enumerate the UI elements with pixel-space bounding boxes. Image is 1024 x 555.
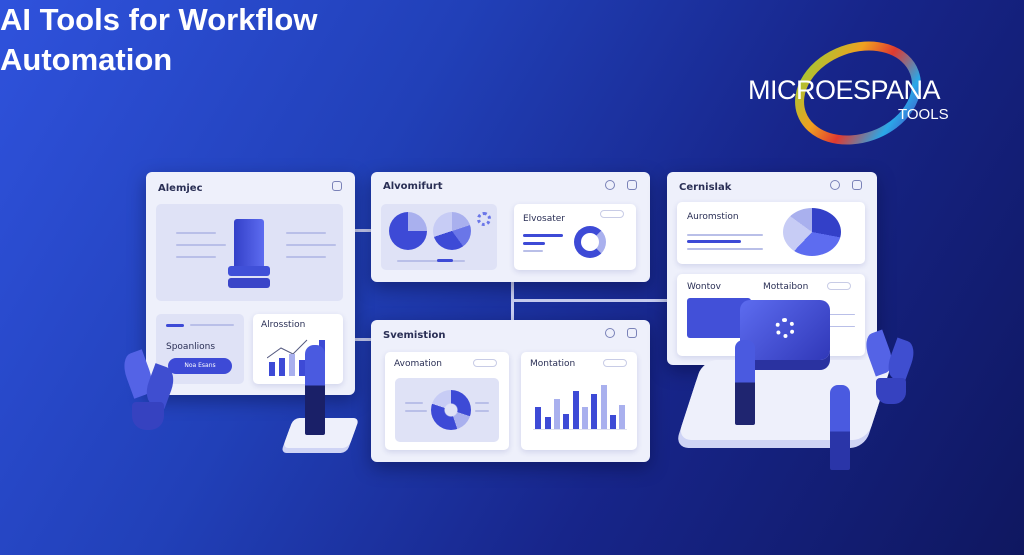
person-figure — [735, 340, 755, 425]
card-title: Spoanlions — [166, 342, 216, 352]
layers-icon[interactable] — [605, 180, 615, 190]
bar-chart-card: Montation — [521, 352, 637, 450]
pie-chart — [433, 212, 471, 250]
headline-line-2: Automation — [0, 42, 173, 77]
donut-chart — [431, 390, 471, 430]
hero-card — [156, 204, 343, 301]
panel-title: Cernislak — [679, 182, 732, 193]
connector — [355, 338, 371, 341]
panel-title: Alvomifurt — [383, 181, 443, 192]
logo-tagline: TOOLS — [898, 106, 949, 123]
dropdown[interactable] — [603, 359, 627, 367]
panel-bottom-middle[interactable]: Svemistion Avomation Montation — [371, 320, 650, 462]
dropdown[interactable] — [600, 210, 624, 218]
plant-icon — [118, 349, 180, 430]
card-title: Auromstion — [687, 212, 739, 222]
logo-ring-icon — [795, 41, 921, 145]
dropdown[interactable] — [827, 282, 851, 290]
pie-chart — [389, 212, 427, 250]
ai-chip-icon — [740, 300, 830, 360]
chart-card: Alrosstion — [253, 314, 343, 384]
donut-card: Avomation — [385, 352, 509, 450]
donut-chart — [574, 226, 606, 258]
card-title: Montation — [530, 359, 576, 369]
headline-line-1: AI Tools for Workflow — [0, 2, 318, 37]
panel-title: Alemjec — [158, 183, 203, 194]
person-figure — [305, 345, 325, 435]
person-figure — [830, 385, 850, 470]
card-label: Wontov — [687, 282, 721, 292]
layers-icon[interactable] — [605, 328, 615, 338]
panel-title: Svemistion — [383, 330, 446, 341]
expand-icon[interactable] — [332, 181, 342, 191]
layers-icon[interactable] — [830, 180, 840, 190]
platform-illustration — [677, 360, 893, 440]
card-title: Elvosater — [523, 214, 565, 224]
panel-left[interactable]: Alemjec Spoanlions Noa Esans Alrosstion — [146, 172, 355, 395]
expand-icon[interactable] — [627, 180, 637, 190]
connector — [511, 299, 667, 302]
logo: MICROESPANA TOOLS — [748, 38, 963, 148]
expand-icon[interactable] — [627, 328, 637, 338]
card-title: Avomation — [394, 359, 442, 369]
pie-card — [381, 204, 497, 270]
pie-card: Auromstion — [677, 202, 865, 264]
donut-card: Elvosater — [514, 204, 636, 270]
logo-name: MICROESPANA — [748, 75, 941, 105]
bar-chart — [533, 382, 627, 430]
gear-icon — [477, 212, 491, 226]
card-label: Mottaibon — [763, 282, 809, 292]
server-cube-icon — [234, 219, 264, 269]
expand-icon[interactable] — [852, 180, 862, 190]
panel-top-middle[interactable]: Alvomifurt Elvosater — [371, 172, 650, 282]
plant-icon — [861, 329, 922, 405]
card-title: Alrosstion — [261, 320, 306, 330]
primary-button[interactable]: Noa Esans — [168, 358, 232, 374]
connector — [355, 229, 371, 232]
headline: AI Tools for Workflow Automation — [0, 0, 1024, 80]
dropdown[interactable] — [473, 359, 497, 367]
pie-chart — [783, 208, 841, 256]
